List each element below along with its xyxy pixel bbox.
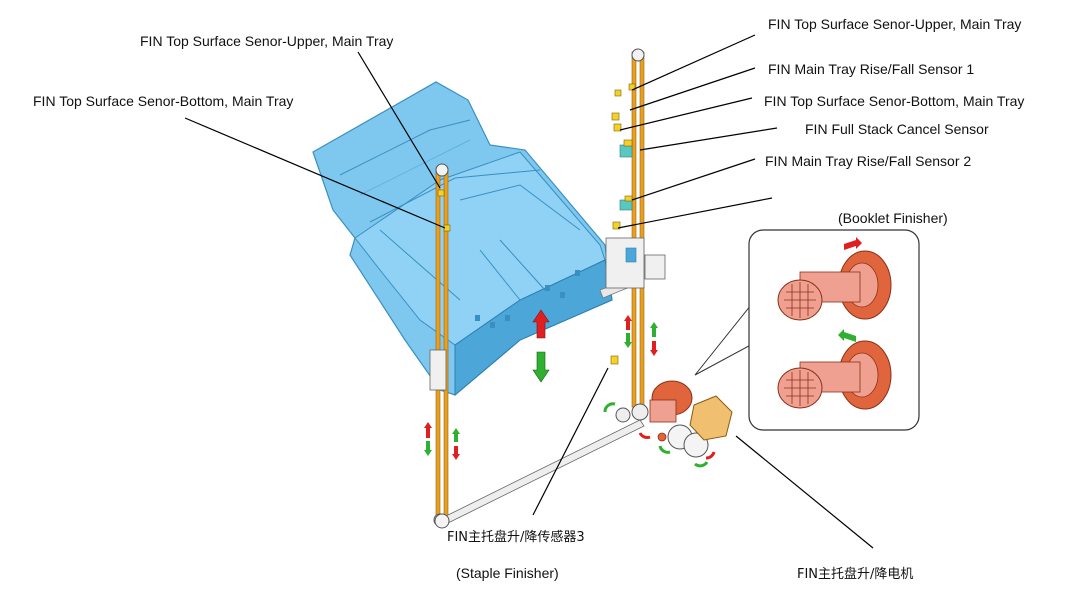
label-staple-finisher: (Staple Finisher)	[456, 565, 559, 581]
main-tray	[312, 81, 643, 397]
label-rise-fall-sensor-2: FIN Main Tray Rise/Fall Sensor 2	[765, 153, 972, 169]
label-rise-fall-motor: FIN主托盘升/降电机	[797, 567, 914, 582]
label-left-bottom-sensor: FIN Top Surface Senor-Bottom, Main Tray	[33, 93, 294, 109]
direction-arrows	[424, 309, 716, 468]
label-right-bottom-sensor: FIN Top Surface Senor-Bottom, Main Tray	[764, 93, 1025, 109]
right-column-sensors	[610, 83, 636, 365]
booklet-callout	[694, 229, 920, 431]
drive-shaft	[434, 419, 645, 529]
label-rise-fall-sensor-3: FIN主托盘升/降传感器3	[447, 530, 585, 545]
label-full-stack-sensor: FIN Full Stack Cancel Sensor	[805, 121, 989, 137]
right-belt-column	[605, 48, 666, 408]
leader-lines	[184, 34, 874, 549]
label-right-upper-sensor: FIN Top Surface Senor-Upper, Main Tray	[768, 16, 1022, 32]
label-left-upper-sensor: FIN Top Surface Senor-Upper, Main Tray	[140, 33, 394, 49]
label-booklet-finisher: (Booklet Finisher)	[838, 210, 948, 226]
label-rise-fall-sensor-1: FIN Main Tray Rise/Fall Sensor 1	[768, 61, 975, 77]
drive-unit	[615, 380, 733, 458]
